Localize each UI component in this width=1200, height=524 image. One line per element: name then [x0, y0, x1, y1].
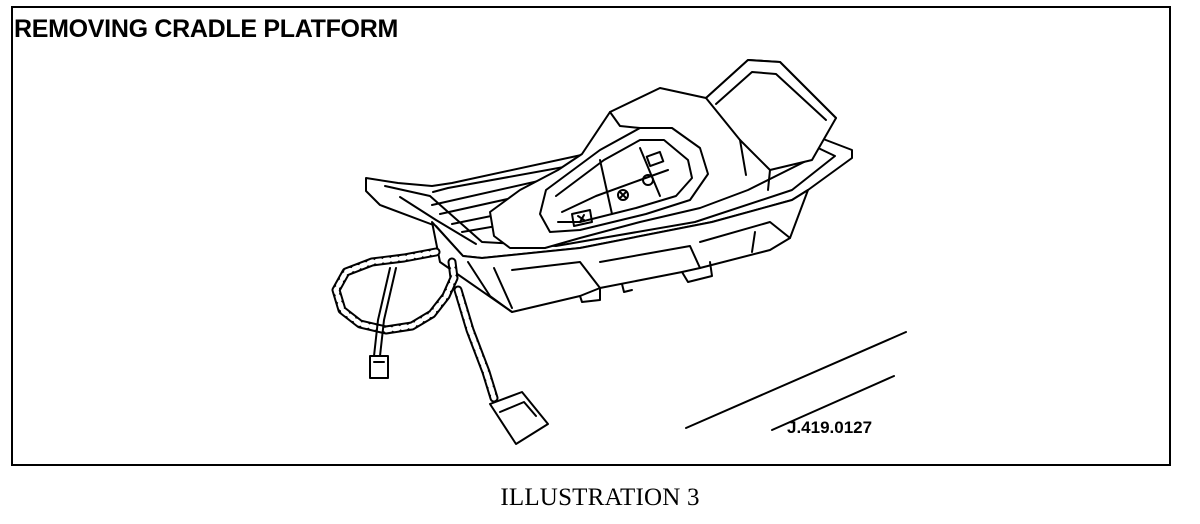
- figure-title: REMOVING CRADLE PLATFORM: [14, 15, 398, 43]
- drawing-reference-code: J.419.0127: [787, 418, 873, 437]
- illustration-caption: ILLUSTRATION 3: [500, 484, 700, 511]
- wiring-harness: [331, 247, 549, 445]
- surface-lines: [685, 331, 907, 431]
- cradle-insert: [489, 59, 837, 249]
